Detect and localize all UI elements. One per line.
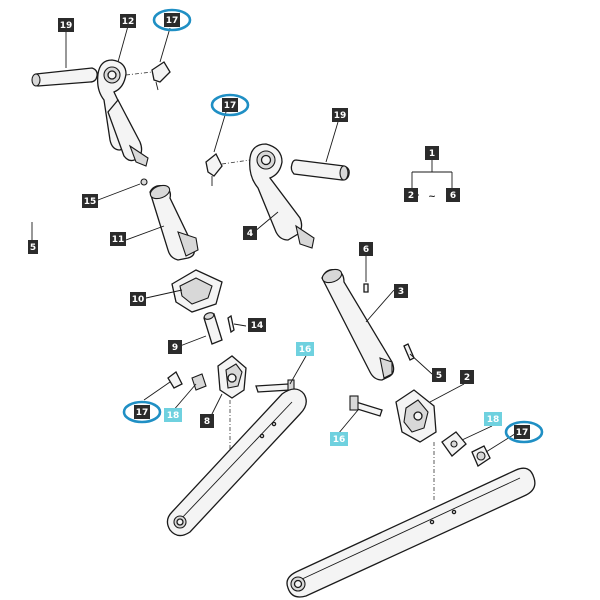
tag-text: 17 bbox=[516, 428, 529, 438]
tag-18-left[interactable]: 18 bbox=[164, 408, 182, 422]
ball-joint-4 bbox=[249, 143, 315, 249]
nut-17-right bbox=[471, 445, 491, 467]
tube-3 bbox=[321, 268, 395, 381]
ball-15 bbox=[140, 178, 148, 186]
tag-text: 2 bbox=[408, 191, 414, 201]
tag-text: 19 bbox=[60, 21, 73, 31]
tag-4[interactable]: 4 bbox=[243, 226, 257, 240]
tag-5[interactable]: 5 bbox=[432, 368, 446, 382]
tag-2-range[interactable]: 2 bbox=[404, 188, 418, 202]
tag-16-lower[interactable]: 16 bbox=[330, 432, 348, 446]
tag-text: 9 bbox=[172, 343, 178, 353]
highlight-ring-17-right bbox=[504, 420, 544, 444]
yoke-2 bbox=[395, 389, 437, 443]
tag-17-right[interactable]: 17 bbox=[514, 425, 530, 439]
tube-11 bbox=[149, 184, 199, 261]
tag-text: 19 bbox=[334, 111, 347, 121]
ball-joint-12 bbox=[96, 59, 149, 167]
yoke-8 bbox=[217, 355, 247, 399]
tag-text: 3 bbox=[398, 287, 404, 297]
tag-18-right[interactable]: 18 bbox=[484, 412, 502, 426]
tag-14[interactable]: 14 bbox=[248, 318, 266, 332]
clip-17-left bbox=[167, 371, 183, 389]
tag-10[interactable]: 10 bbox=[130, 292, 146, 306]
pin-19-left bbox=[31, 67, 98, 87]
tag-text: 5 bbox=[436, 371, 442, 381]
clip-17-top bbox=[151, 61, 171, 91]
tag-text: 18 bbox=[487, 415, 500, 425]
tag-text: 17 bbox=[224, 101, 237, 111]
pin-19-right bbox=[290, 159, 350, 181]
highlight-ring-17-left bbox=[122, 400, 162, 424]
pin-14 bbox=[227, 314, 235, 334]
tag-17-left[interactable]: 17 bbox=[134, 405, 150, 419]
tag-1[interactable]: 1 bbox=[425, 146, 439, 160]
bolt-16-lower bbox=[349, 395, 383, 417]
tag-text: 6 bbox=[450, 191, 456, 201]
bracket-10 bbox=[171, 269, 223, 313]
tag-text: 14 bbox=[251, 321, 264, 331]
tag-8[interactable]: 8 bbox=[200, 414, 214, 428]
tag-6[interactable]: 6 bbox=[359, 242, 373, 256]
tag-15[interactable]: 15 bbox=[82, 194, 98, 208]
tag-6-range[interactable]: 6 bbox=[446, 188, 460, 202]
tag-12[interactable]: 12 bbox=[120, 14, 136, 28]
tag-text: 15 bbox=[84, 197, 97, 207]
pin-5 bbox=[403, 343, 415, 361]
lower-link-left bbox=[166, 388, 307, 537]
range-tilde: ~ bbox=[428, 192, 436, 202]
washer-18-left bbox=[191, 373, 207, 391]
tag-text: 17 bbox=[136, 408, 149, 418]
highlight-ring-17-mid bbox=[210, 93, 250, 117]
washer-18-right bbox=[441, 431, 467, 457]
tag-text: 5 bbox=[30, 243, 36, 253]
lower-link-right bbox=[286, 467, 536, 598]
tag-11[interactable]: 11 bbox=[110, 232, 126, 246]
tag-text: 18 bbox=[167, 411, 180, 421]
tag-19-left[interactable]: 19 bbox=[58, 18, 74, 32]
tag-text: 12 bbox=[122, 17, 135, 27]
tag-text: 8 bbox=[204, 417, 210, 427]
tag-text: 2 bbox=[464, 373, 470, 383]
tag-text: 16 bbox=[299, 345, 312, 355]
clip-17-upper-mid bbox=[205, 152, 223, 186]
highlight-ring-17-top bbox=[152, 8, 192, 32]
tag-text: 17 bbox=[166, 16, 179, 26]
tag-9[interactable]: 9 bbox=[168, 340, 182, 354]
tag-3[interactable]: 3 bbox=[394, 284, 408, 298]
tag-16-upper[interactable]: 16 bbox=[296, 342, 314, 356]
tag-edge-partial[interactable]: 5 bbox=[28, 240, 38, 254]
tag-text: 16 bbox=[333, 435, 346, 445]
pin-6 bbox=[363, 283, 369, 293]
pin-9 bbox=[203, 312, 223, 345]
tag-text: 4 bbox=[247, 229, 253, 239]
tag-text: 1 bbox=[429, 149, 435, 159]
leader-lines bbox=[31, 25, 519, 453]
tag-17-top[interactable]: 17 bbox=[164, 13, 180, 27]
tag-17-mid[interactable]: 17 bbox=[222, 98, 238, 112]
tag-text: 10 bbox=[132, 295, 145, 305]
tag-text: 6 bbox=[363, 245, 369, 255]
tag-2[interactable]: 2 bbox=[460, 370, 474, 384]
tag-text: 11 bbox=[112, 235, 125, 245]
tag-19-right[interactable]: 19 bbox=[332, 108, 348, 122]
